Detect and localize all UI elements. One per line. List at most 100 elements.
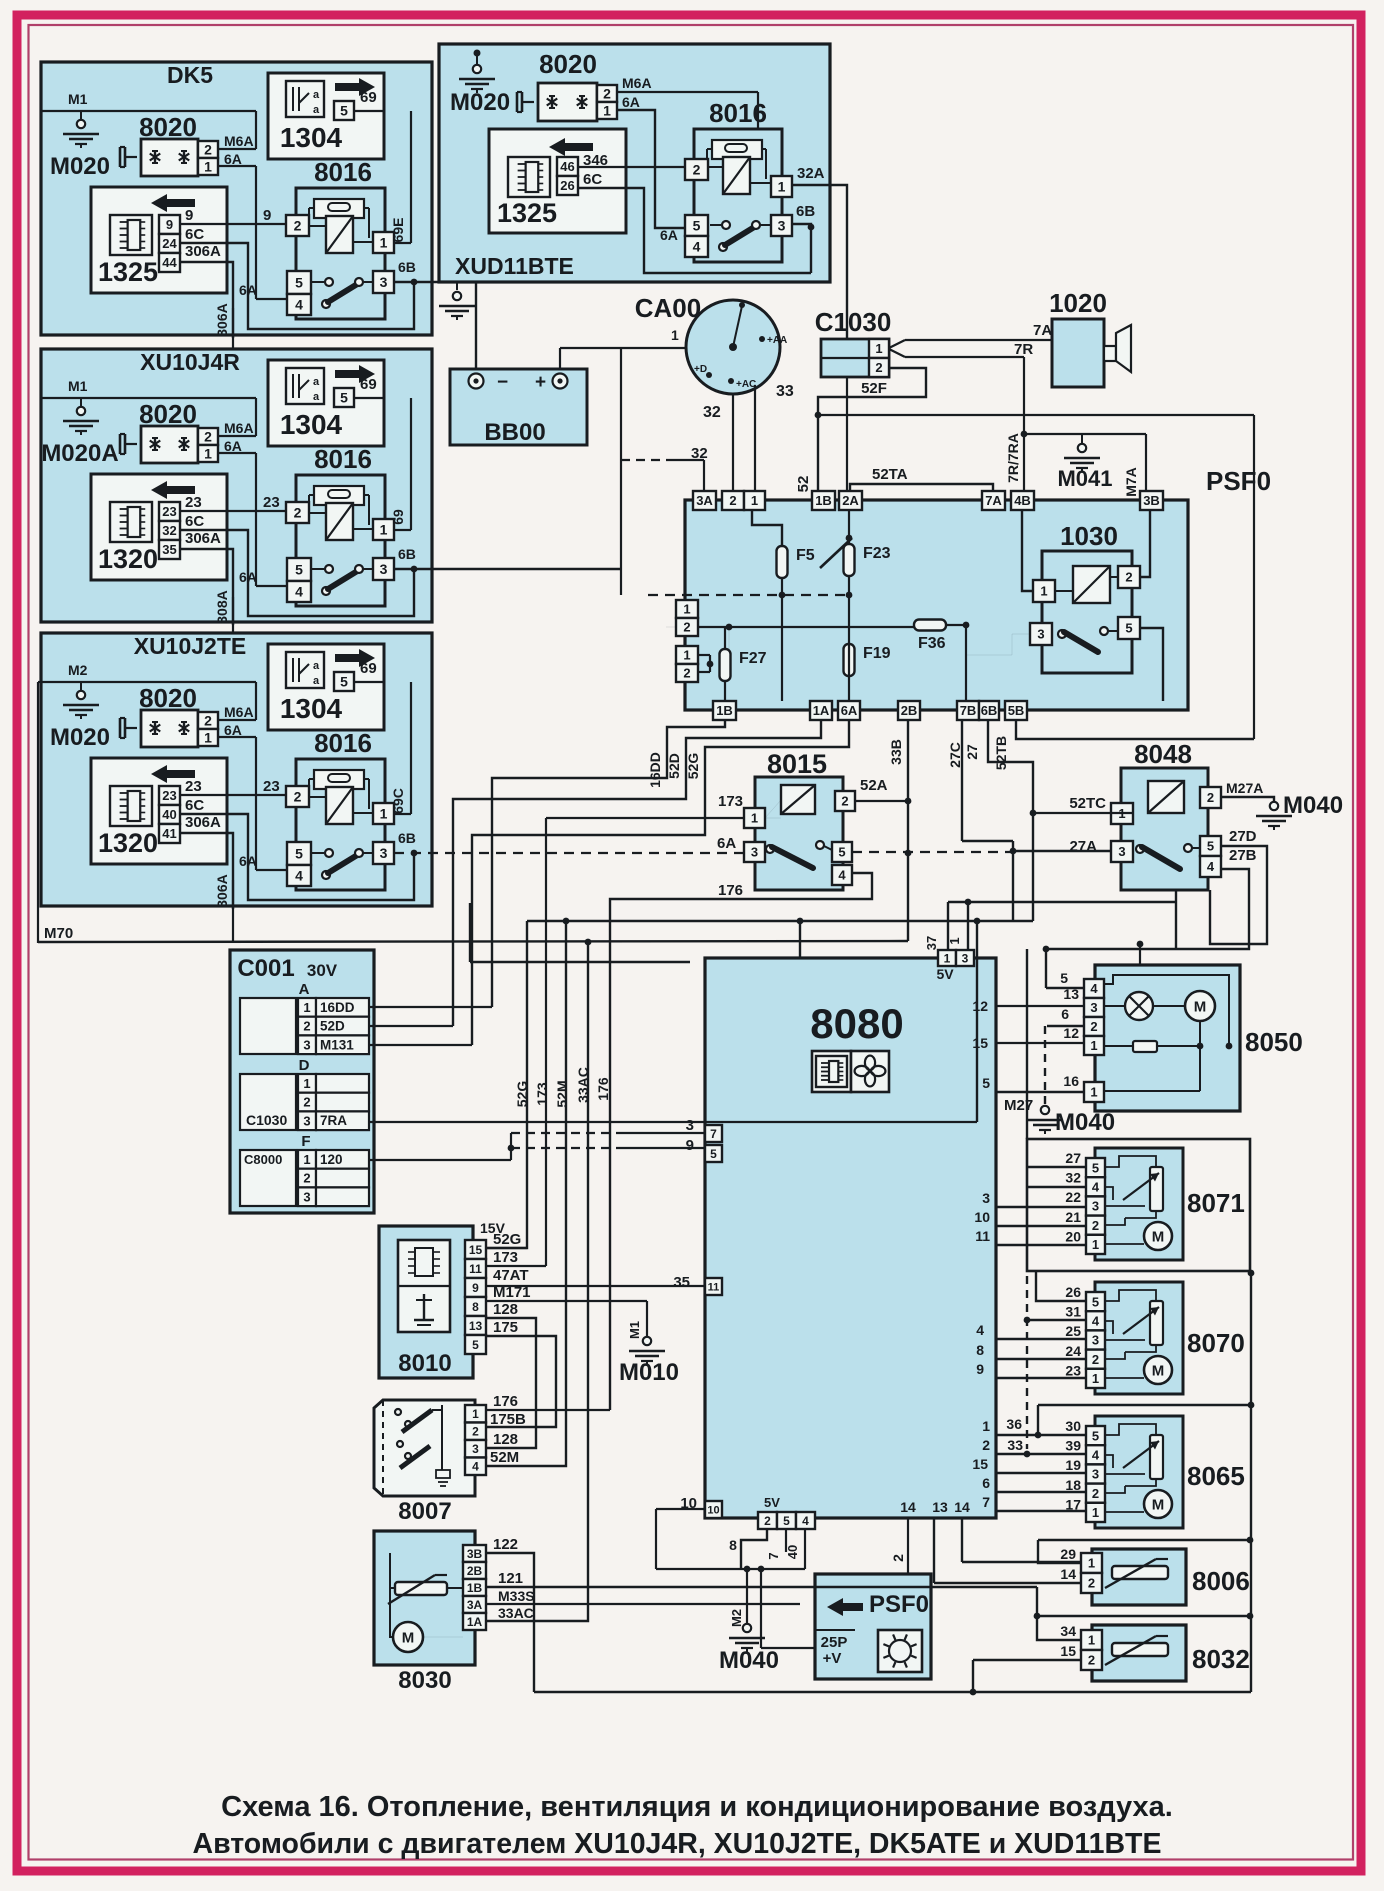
svg-text:25P: 25P: [821, 1634, 848, 1651]
svg-text:F27: F27: [739, 650, 767, 667]
svg-text:M1: M1: [68, 91, 88, 107]
svg-text:2: 2: [683, 666, 690, 681]
svg-text:1: 1: [751, 493, 758, 508]
svg-text:306A: 306A: [185, 243, 221, 260]
svg-text:F: F: [301, 1133, 310, 1150]
svg-text:7A: 7A: [1033, 322, 1052, 339]
svg-text:27: 27: [1065, 1150, 1081, 1166]
svg-text:a: a: [313, 660, 320, 672]
svg-text:1: 1: [1040, 584, 1047, 599]
svg-text:6A: 6A: [224, 151, 242, 167]
svg-text:6B: 6B: [398, 546, 416, 562]
svg-text:1: 1: [683, 648, 690, 663]
svg-text:1: 1: [982, 1418, 990, 1434]
svg-text:6C: 6C: [185, 513, 204, 530]
svg-text:9: 9: [263, 207, 271, 224]
svg-text:7R: 7R: [1014, 341, 1033, 358]
svg-text:26: 26: [560, 178, 574, 193]
svg-text:1: 1: [1090, 1085, 1097, 1100]
svg-text:8020: 8020: [139, 112, 197, 142]
svg-text:69E: 69E: [390, 218, 406, 243]
svg-text:3: 3: [1092, 1199, 1099, 1214]
svg-text:128: 128: [493, 1301, 518, 1318]
svg-text:1B: 1B: [467, 1581, 483, 1595]
svg-text:2: 2: [303, 1095, 310, 1110]
svg-text:1: 1: [380, 522, 388, 538]
svg-text:1: 1: [683, 602, 690, 617]
svg-text:1: 1: [944, 951, 951, 965]
svg-text:15: 15: [1060, 1643, 1076, 1659]
svg-text:35: 35: [673, 1274, 690, 1291]
svg-text:44: 44: [162, 255, 177, 270]
svg-text:122: 122: [493, 1536, 518, 1553]
svg-text:9: 9: [686, 1137, 694, 1154]
svg-text:34: 34: [1060, 1623, 1076, 1639]
svg-text:15: 15: [469, 1243, 483, 1257]
svg-text:1: 1: [204, 730, 212, 746]
svg-text:C8000: C8000: [244, 1152, 282, 1167]
svg-text:M: M: [402, 1630, 415, 1647]
svg-text:120: 120: [320, 1152, 343, 1167]
svg-text:306A: 306A: [214, 303, 230, 336]
svg-text:6C: 6C: [185, 226, 204, 243]
svg-text:8020: 8020: [539, 49, 597, 79]
svg-text:1304: 1304: [280, 409, 343, 440]
svg-text:9: 9: [976, 1361, 984, 1377]
svg-text:M020: M020: [50, 724, 110, 751]
svg-text:+AC: +AC: [736, 379, 756, 390]
svg-text:4: 4: [295, 868, 303, 884]
svg-text:1325: 1325: [98, 257, 158, 287]
svg-text:6A: 6A: [717, 835, 736, 852]
svg-text:306A: 306A: [185, 530, 221, 547]
svg-text:36: 36: [1006, 1416, 1022, 1432]
svg-text:35: 35: [162, 542, 176, 557]
svg-text:1030: 1030: [1060, 521, 1118, 551]
svg-text:a: a: [313, 89, 320, 101]
svg-text:1B: 1B: [716, 703, 733, 718]
svg-text:5: 5: [710, 1147, 717, 1161]
svg-text:176: 176: [493, 1393, 518, 1410]
svg-text:52M: 52M: [490, 1449, 519, 1466]
svg-text:3B: 3B: [1143, 493, 1160, 508]
svg-text:8071: 8071: [1187, 1188, 1245, 1218]
svg-text:173: 173: [493, 1249, 518, 1266]
svg-text:1A: 1A: [813, 703, 830, 718]
svg-text:9: 9: [472, 1281, 479, 1295]
svg-text:5: 5: [295, 846, 303, 862]
svg-text:2: 2: [890, 1554, 906, 1562]
svg-text:8065: 8065: [1187, 1461, 1245, 1491]
svg-text:6A: 6A: [224, 722, 242, 738]
svg-text:3B: 3B: [467, 1547, 483, 1561]
svg-text:69: 69: [360, 89, 377, 106]
svg-text:15: 15: [972, 1456, 988, 1472]
svg-text:3: 3: [380, 845, 388, 861]
svg-text:2: 2: [764, 1514, 771, 1528]
svg-text:BB00: BB00: [484, 419, 545, 446]
svg-text:DK5: DK5: [167, 62, 213, 88]
svg-text:1: 1: [1092, 1237, 1099, 1252]
svg-text:4: 4: [693, 239, 701, 255]
svg-text:1: 1: [1092, 1371, 1099, 1386]
svg-text:5: 5: [1207, 839, 1214, 854]
svg-text:6A: 6A: [660, 227, 678, 243]
svg-text:1: 1: [875, 341, 882, 356]
svg-text:2: 2: [693, 162, 701, 178]
svg-text:PSF0: PSF0: [869, 1591, 929, 1618]
svg-text:23: 23: [263, 494, 280, 511]
svg-text:3: 3: [1090, 1000, 1097, 1015]
svg-text:2: 2: [1092, 1486, 1099, 1501]
svg-text:2: 2: [875, 360, 882, 375]
svg-text:M: M: [1152, 1229, 1165, 1246]
svg-text:52A: 52A: [860, 777, 888, 794]
svg-text:2: 2: [603, 86, 611, 102]
svg-text:15: 15: [972, 1035, 988, 1051]
svg-text:M7A: M7A: [1123, 467, 1139, 497]
svg-text:F5: F5: [796, 547, 815, 564]
svg-text:173: 173: [718, 793, 743, 810]
svg-text:M1: M1: [627, 1321, 642, 1339]
svg-text:5V: 5V: [764, 1495, 780, 1510]
svg-text:4: 4: [295, 584, 303, 600]
svg-text:8080: 8080: [810, 1000, 903, 1047]
svg-text:5: 5: [693, 218, 701, 234]
svg-text:346: 346: [583, 152, 608, 169]
